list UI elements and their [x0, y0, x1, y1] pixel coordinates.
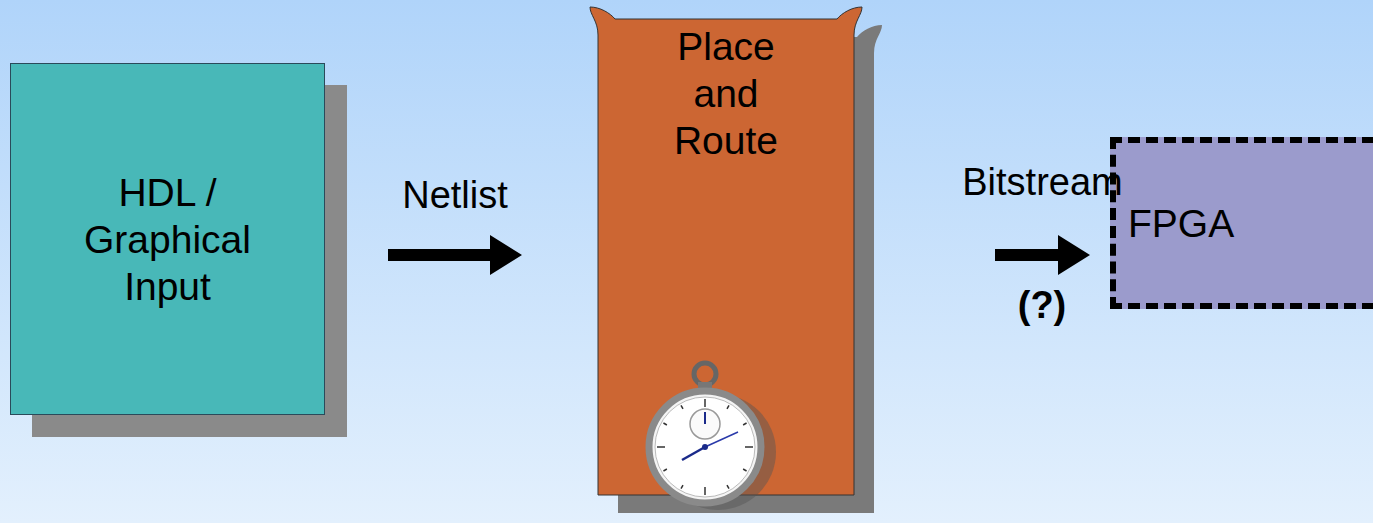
stopwatch-tick [663, 469, 666, 471]
node-text: HDL / Graphical Input [63, 169, 273, 310]
stopwatch-tick [663, 423, 666, 425]
stopwatch-tick [681, 485, 683, 488]
flow-arrow [995, 235, 1090, 275]
stopwatch-tick [727, 485, 729, 488]
stopwatch-tick [704, 399, 706, 407]
edge-label: Netlist [402, 173, 508, 217]
subdial-hand [704, 412, 706, 424]
note-label: (?) [1018, 283, 1067, 327]
input-box: HDL / Graphical Input [10, 63, 325, 415]
chip-box: FPGA [1110, 137, 1373, 309]
stopwatch-tick [681, 405, 683, 408]
stopwatch-tick [657, 446, 665, 448]
stopwatch-tick [704, 487, 706, 495]
edge-label: Bitstream [962, 160, 1122, 204]
node-text: Place and Route [661, 23, 791, 164]
stopwatch-case [649, 391, 761, 503]
stopwatch-tick [727, 405, 729, 408]
stopwatch-tick [743, 423, 746, 425]
stopwatch-tick [743, 469, 746, 471]
stopwatch-face [655, 397, 755, 497]
node-text: FPGA [1128, 200, 1328, 247]
stopwatch-tick [745, 446, 753, 448]
scroll-body [590, 7, 862, 495]
stopwatch-ticks [657, 399, 753, 495]
stopwatch-illustration [630, 352, 780, 517]
flow-arrow [388, 235, 522, 275]
minute-hand [682, 447, 705, 460]
stopwatch-subdial [690, 409, 720, 439]
second-hand [705, 432, 738, 447]
stopwatch-pivot [702, 444, 708, 450]
